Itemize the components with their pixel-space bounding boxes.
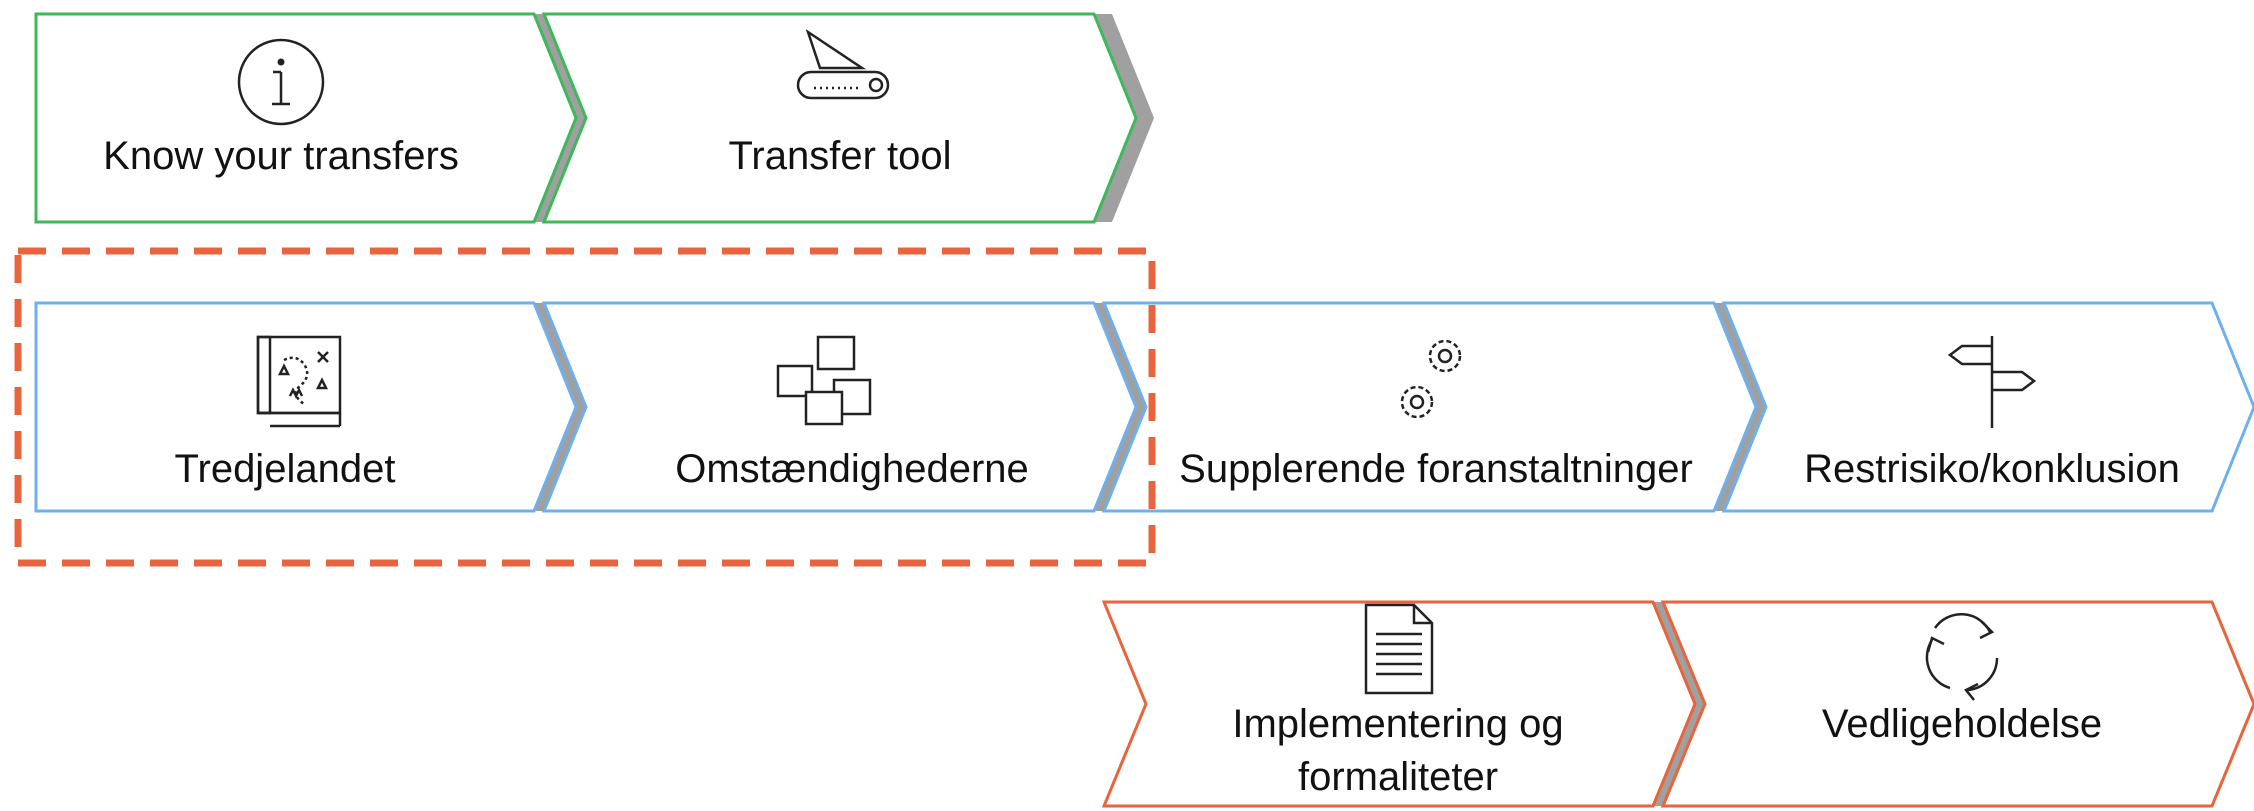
step-shape xyxy=(541,12,1138,224)
document-icon xyxy=(1364,603,1434,695)
step-omstaendighederne[interactable]: Omstændighederne xyxy=(541,301,1138,513)
step-transfer-tool[interactable]: Transfer tool xyxy=(541,12,1138,224)
step-label: Know your transfers xyxy=(103,134,459,178)
step-restrisiko-konklusion[interactable]: Restrisiko/konklusion xyxy=(1721,301,2254,513)
highlight-frame xyxy=(14,247,1156,567)
treasure-map-icon xyxy=(256,335,342,428)
step-shape xyxy=(1721,301,2254,513)
step-shape xyxy=(1101,600,1697,808)
step-tredjelandet[interactable]: Tredjelandet xyxy=(34,301,578,513)
step-supplerende-foranstaltninger[interactable]: Supplerende foranstaltninger xyxy=(1101,301,1758,513)
step-shape xyxy=(34,12,578,224)
row-know-transfer: Know your transfers Transfer tool xyxy=(34,12,1154,224)
step-vedligeholdelse[interactable]: Vedligeholdelse xyxy=(1660,600,2254,808)
row-implementation: Implementering og formaliteter Vedligeho… xyxy=(1101,600,2254,808)
step-shape xyxy=(1660,600,2254,808)
info-icon xyxy=(237,38,325,126)
step-label: Vedligeholdelse xyxy=(1822,702,2102,746)
step-shape xyxy=(1101,301,1758,513)
step-label: Restrisiko/konklusion xyxy=(1804,447,2180,491)
step-label: Supplerende foranstaltninger xyxy=(1179,447,1693,491)
step-know-your-transfers[interactable]: Know your transfers xyxy=(34,12,578,224)
step-shape xyxy=(34,301,578,513)
chevron-shadow xyxy=(1094,14,1154,222)
signpost-icon xyxy=(1947,336,2037,428)
step-implementering-og-formaliteter[interactable]: Implementering og formaliteter xyxy=(1101,600,1697,808)
gears-icon xyxy=(1400,339,1462,419)
step-label: Tredjelandet xyxy=(175,447,396,491)
row-assessment: Tredjelandet Omstændighederne Supplerend… xyxy=(34,301,2254,513)
step-label-line-2: formaliteter xyxy=(1298,755,1498,799)
step-label: Omstændighederne xyxy=(675,447,1029,491)
pocket-knife-icon xyxy=(796,28,890,100)
sticky-notes-icon xyxy=(776,335,872,426)
step-label: Transfer tool xyxy=(728,134,951,178)
refresh-cycle-icon xyxy=(1925,612,1999,701)
step-label-line-1: Implementering og xyxy=(1232,702,1563,746)
